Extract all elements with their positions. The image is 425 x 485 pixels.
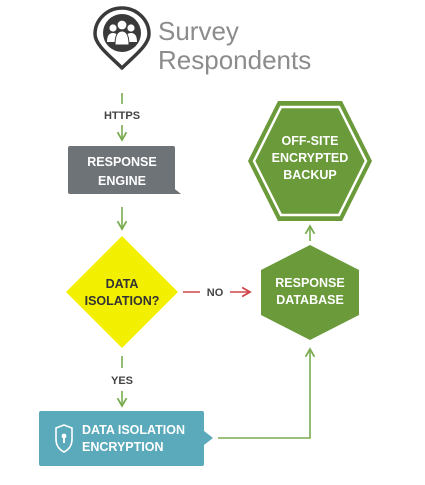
engine-line-1: RESPONSE (87, 155, 156, 169)
decision-line-1: DATA (106, 277, 139, 291)
edge-encryption-database (218, 347, 316, 439)
edge-no: NO (183, 286, 252, 299)
node-response-engine: RESPONSE ENGINE (68, 146, 181, 194)
title-line-1: Survey (158, 16, 239, 46)
edge-label-yes: YES (111, 375, 133, 387)
engine-line-2: ENGINE (98, 174, 146, 188)
encryption-line-1: DATA ISOLATION (82, 423, 185, 437)
node-data-isolation-encryption: DATA ISOLATION ENCRYPTION (39, 411, 213, 466)
node-offsite-backup: OFF-SITE ENCRYPTED BACKUP (248, 101, 372, 221)
map-pin-people-icon (93, 6, 151, 70)
lock-icon (55, 424, 73, 453)
backup-line-3: BACKUP (283, 168, 336, 182)
node-decision-data-isolation: DATA ISOLATION? (66, 236, 178, 348)
encryption-line-2: ENCRYPTION (82, 440, 164, 454)
backup-line-1: OFF-SITE (282, 134, 339, 148)
backup-line-2: ENCRYPTED (272, 151, 349, 165)
edge-label-https: HTTPS (104, 110, 140, 122)
edge-yes: YES (111, 356, 133, 408)
edge-label-no: NO (207, 287, 224, 299)
database-line-1: RESPONSE (275, 276, 344, 290)
decision-line-2: ISOLATION? (85, 294, 160, 308)
title-line-2: Respondents (158, 45, 311, 75)
node-response-database: RESPONSE DATABASE (261, 245, 359, 340)
database-line-2: DATABASE (276, 293, 344, 307)
edge-https: HTTPS (104, 93, 140, 142)
